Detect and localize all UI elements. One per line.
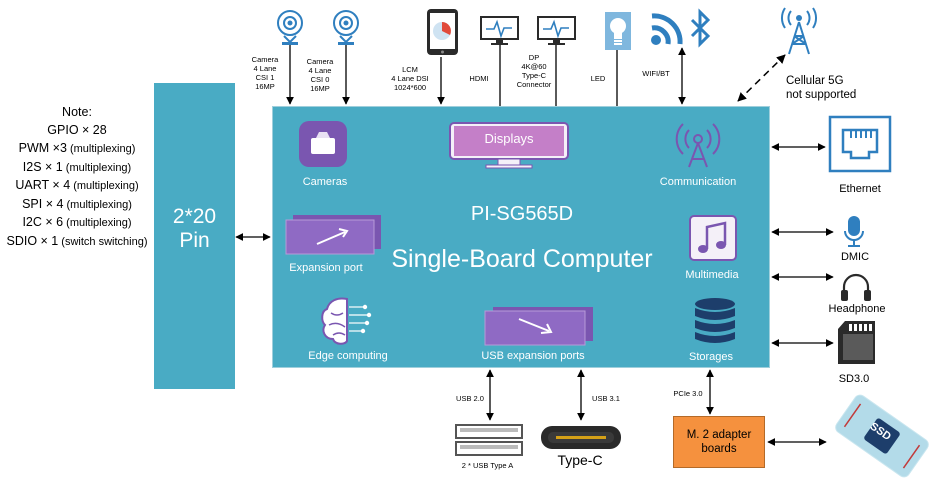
cameras-label: Cameras — [302, 176, 348, 188]
m2-label-line2: boards — [701, 443, 737, 455]
displays-label: Displays — [484, 131, 534, 146]
music-note-icon — [689, 215, 737, 261]
dmic-label: DMIC — [840, 251, 870, 263]
note-uart: UART × 4 (multiplexing) — [15, 178, 139, 192]
ethernet-label: Ethernet — [839, 183, 881, 195]
pin-label: Pin — [179, 229, 210, 252]
usb-type-c-label: Type-C — [557, 452, 603, 468]
note-i2s: I2S × 1 (multiplexing) — [22, 159, 132, 174]
led-label: LED — [590, 74, 606, 83]
wifi-bt-label: WIFI/BT — [642, 69, 670, 78]
arrow-cellular — [737, 54, 786, 102]
antenna-signal-icon — [675, 123, 721, 168]
usb-expansion-label: USB expansion ports — [481, 350, 585, 362]
note-i2c: I2C × 6 (multiplexing) — [22, 215, 132, 229]
usb-type-a-icon — [455, 424, 523, 456]
pin-count-label: 2*20 — [172, 205, 217, 228]
tablet-lcd-icon — [427, 9, 458, 55]
multimedia-label: Multimedia — [685, 269, 739, 281]
m2-label-line1: M. 2 adapter — [686, 429, 752, 441]
pin-notes: Note: GPIO × 28 PWM ×3 (multiplexing) I2… — [0, 104, 154, 251]
ethernet-port-icon — [828, 115, 892, 173]
brain-chip-icon — [321, 297, 372, 345]
note-pwm: PWM ×3 (multiplexing) — [18, 141, 136, 155]
edge-computing-label: Edge computing — [308, 350, 388, 362]
usb31-label: USB 3.1 — [592, 394, 620, 403]
usb-type-a-label: 2 * USB Type A — [461, 461, 514, 470]
expansion-port-icon — [285, 215, 381, 255]
sd-card-icon — [838, 321, 875, 364]
webcam-icon-1 — [277, 10, 303, 45]
usb-expansion-icon — [484, 307, 593, 346]
hdmi-label: HDMI — [469, 74, 489, 83]
led-bulb-icon — [605, 12, 631, 50]
storages-label: Storages — [688, 351, 734, 363]
expansion-port-label: Expansion port — [289, 262, 363, 274]
pcie-label: PCIe 3.0 — [673, 389, 703, 398]
headphone-icon — [841, 273, 871, 301]
pin-header-block: 2*20 Pin — [154, 83, 235, 389]
note-spi: SPI × 4 (multiplexing) — [22, 196, 132, 211]
notes-title: Note: — [62, 105, 92, 119]
camera-app-icon — [299, 121, 347, 167]
usb20-label: USB 2.0 — [456, 394, 484, 403]
hdmi-monitor-icon — [480, 16, 519, 45]
communication-label: Communication — [659, 176, 737, 188]
note-gpio: GPIO × 28 — [47, 122, 107, 137]
sd-label: SD3.0 — [838, 373, 870, 385]
board-block: PI-SG565D Single-Board Computer Cameras … — [272, 106, 770, 368]
webcam-icon-0 — [333, 10, 359, 45]
board-title: PI-SG565D — [470, 203, 574, 225]
ssd-card-icon — [835, 394, 929, 478]
board-subtitle: Single-Board Computer — [391, 245, 653, 273]
m2-adapter-box: M. 2 adapter boards — [673, 416, 765, 468]
display-icon — [449, 122, 569, 169]
cell-tower-icon — [780, 7, 818, 55]
microphone-icon — [844, 216, 864, 247]
usb-type-c-icon — [541, 426, 621, 449]
database-icon — [695, 298, 735, 343]
note-sdio: SDIO × 1 (switch switching) — [6, 233, 148, 248]
dp-monitor-icon — [537, 16, 576, 45]
headphone-label: Headphone — [828, 303, 886, 315]
wifi-bluetooth-icon — [651, 8, 711, 48]
